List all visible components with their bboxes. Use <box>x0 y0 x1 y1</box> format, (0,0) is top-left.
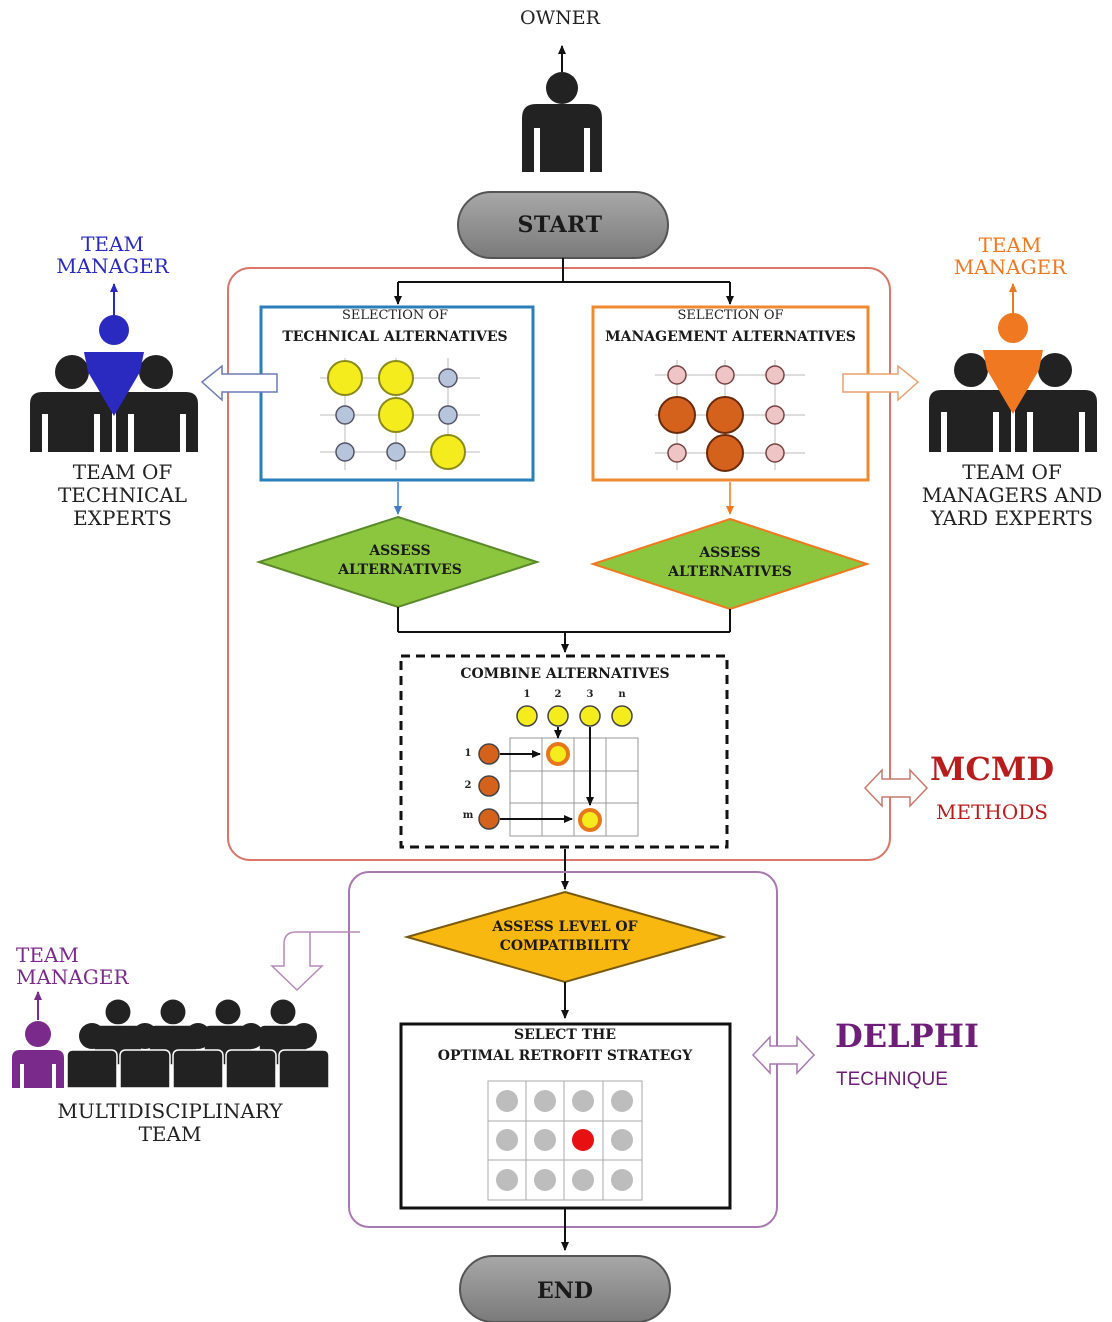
management-alternative-circles <box>658 365 785 472</box>
multidisciplinary-team-icon <box>12 991 64 1088</box>
delphi-subtitle: TECHNIQUE <box>836 1069 948 1090</box>
combine-row-2: 2 <box>464 780 472 791</box>
assess-merge-connector <box>397 607 731 653</box>
combine-row-m: m <box>462 810 474 821</box>
assess-management-label: ASSESS ALTERNATIVES <box>668 545 792 580</box>
mcmd-title: MCMD <box>930 750 1055 788</box>
assess-technical-label: ASSESS ALTERNATIVES <box>338 543 462 578</box>
combine-row-circles <box>478 743 500 830</box>
technical-box-line1: SELECTION OF <box>341 308 449 323</box>
end-terminal <box>459 1255 671 1322</box>
combine-grid <box>509 737 639 837</box>
left-hollow-arrow <box>200 364 278 402</box>
team-manager-technical: TEAM MANAGER <box>56 232 169 278</box>
combine-row-1: 1 <box>464 748 472 759</box>
management-box-line1: SELECTION OF <box>677 308 784 323</box>
mcmd-subtitle: METHODS <box>936 800 1048 824</box>
end-label: END <box>537 1278 593 1304</box>
combine-col-3: 3 <box>586 689 594 700</box>
team-member-icon-f4 <box>278 1023 330 1089</box>
optimal-strategy-dot <box>572 1129 594 1151</box>
compatibility-label: ASSESS LEVEL OF COMPATIBILITY <box>492 919 638 954</box>
combine-col-1: 1 <box>523 689 531 700</box>
team-manager-multi: TEAM MANAGER <box>16 943 129 989</box>
team-member-icon-f1 <box>119 1023 171 1089</box>
team-member-icon-f2 <box>172 1023 224 1089</box>
management-team-label: TEAM OF MANAGERS AND YARD EXPERTS <box>921 460 1103 530</box>
combine-col-n: n <box>618 689 626 700</box>
mcmd-double-arrow <box>863 768 929 808</box>
strategy-matrix <box>487 1080 643 1201</box>
select-title: OPTIMAL RETROFIT STRATEGY <box>437 1048 693 1064</box>
owner-person-icon <box>522 45 602 172</box>
management-box-title: MANAGEMENT ALTERNATIVES <box>605 329 856 345</box>
technical-team-label: TEAM OF TECHNICAL EXPERTS <box>57 460 188 530</box>
combine-arrows <box>500 727 594 823</box>
multi-team-members <box>66 999 330 1089</box>
multi-hollow-arrow <box>270 931 360 992</box>
select-line1: SELECT THE <box>513 1027 617 1043</box>
technical-team-icon <box>30 283 198 452</box>
right-hollow-arrow <box>842 364 920 402</box>
combine-result-circles <box>546 742 602 832</box>
technical-box-title: TECHNICAL ALTERNATIVES <box>282 329 508 345</box>
delphi-title: DELPHI <box>835 1017 979 1055</box>
team-member-icon-f0 <box>66 1023 118 1089</box>
delphi-double-arrow <box>751 1035 816 1075</box>
start-connectors <box>394 258 734 305</box>
multidisciplinary-team-label: MULTIDISCIPLINARY TEAM <box>57 1099 283 1146</box>
mcmd-region <box>227 267 891 861</box>
combine-col-2: 2 <box>554 689 562 700</box>
technical-alternative-circles <box>327 360 466 470</box>
combine-title: COMBINE ALTERNATIVES <box>460 666 670 682</box>
management-team-icon <box>929 283 1097 452</box>
start-label: START <box>517 212 603 238</box>
team-member-icon-f3 <box>225 1023 277 1089</box>
owner-label: OWNER <box>520 7 600 29</box>
combine-column-circles <box>516 705 633 727</box>
team-manager-management: TEAM MANAGER <box>953 233 1067 279</box>
